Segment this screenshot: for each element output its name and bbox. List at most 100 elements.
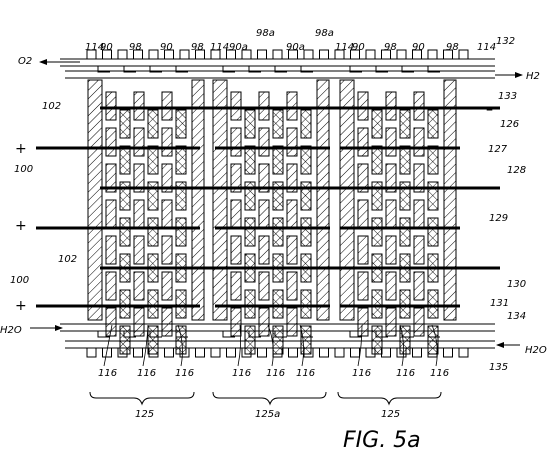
ref-label: 90 bbox=[352, 42, 365, 53]
electrode-plate bbox=[427, 181, 439, 211]
polarity-signs: + + + – – – bbox=[15, 102, 493, 314]
minus-sign: – bbox=[486, 180, 493, 196]
electrode-plate bbox=[413, 127, 425, 157]
ref-label-116: 116 bbox=[396, 368, 415, 379]
electrode-plate bbox=[258, 271, 270, 301]
port-block bbox=[226, 49, 236, 60]
electrode-plate bbox=[413, 163, 425, 193]
h2o-inlet-label: H2O bbox=[0, 325, 22, 336]
electrode-plate bbox=[357, 307, 369, 337]
port-block bbox=[412, 347, 422, 358]
ref-label-116: 116 bbox=[266, 368, 285, 379]
electrode-plate bbox=[413, 235, 425, 265]
electrode-plate bbox=[385, 91, 397, 121]
top-reference-labels: 114 90 98 90 98 114 90a 98a 90a 98a 114 … bbox=[85, 28, 496, 53]
electrode-plate bbox=[119, 181, 131, 211]
electrode-plate bbox=[175, 109, 187, 139]
ref-label: 90 bbox=[100, 42, 113, 53]
electrode-plate bbox=[399, 325, 411, 355]
port-block bbox=[319, 347, 329, 358]
leader-line bbox=[299, 324, 304, 367]
electrode-plate bbox=[427, 289, 439, 319]
electrode-plate bbox=[244, 325, 256, 355]
frame-wall bbox=[316, 79, 330, 321]
electrode-plate bbox=[385, 235, 397, 265]
frame-wall bbox=[212, 79, 228, 321]
ref-label-126: 126 bbox=[500, 119, 519, 130]
port-block bbox=[443, 347, 453, 358]
flow-channel bbox=[248, 66, 261, 73]
ref-label: 98 bbox=[191, 42, 204, 53]
electrode-plate bbox=[385, 163, 397, 193]
plus-sign: + bbox=[15, 218, 27, 234]
port-block bbox=[133, 49, 143, 60]
electrode-plate bbox=[230, 127, 242, 157]
electrode-plate bbox=[399, 289, 411, 319]
ref-label-116: 116 bbox=[137, 368, 156, 379]
electrode-plate bbox=[147, 217, 159, 247]
port-block bbox=[272, 49, 283, 60]
electrode-plate bbox=[371, 217, 383, 247]
electrode-plate bbox=[371, 109, 383, 139]
electrode-plate bbox=[230, 271, 242, 301]
electrode-plate bbox=[119, 145, 131, 175]
electrode-plate bbox=[244, 109, 256, 139]
port-block bbox=[102, 49, 112, 60]
port-block bbox=[179, 49, 190, 60]
electrode-plate bbox=[175, 325, 187, 355]
electrode-plate bbox=[105, 163, 117, 193]
electrode-plate bbox=[161, 127, 173, 157]
side-labels: O2 H2 132 133 126 102 100 127 128 129 10… bbox=[0, 36, 547, 373]
electrode-plate bbox=[300, 325, 312, 355]
electrode-plate bbox=[105, 307, 117, 337]
electrode-plate bbox=[286, 163, 298, 193]
ref-label: 90 bbox=[160, 42, 173, 53]
ref-label-134: 134 bbox=[507, 311, 526, 322]
port-block bbox=[164, 347, 174, 358]
electrode-plate bbox=[300, 181, 312, 211]
leader-line bbox=[267, 324, 274, 367]
electrode-plate bbox=[286, 235, 298, 265]
port-block bbox=[210, 49, 221, 60]
bottom-reference-labels: 116 116 116 116 116 116 116 116 116 bbox=[98, 368, 449, 379]
electrode-plate bbox=[175, 289, 187, 319]
electrode-plate bbox=[300, 217, 312, 247]
flow-channel bbox=[375, 66, 388, 73]
flow-channel bbox=[401, 66, 414, 73]
electrode-plate bbox=[147, 325, 159, 355]
flow-channel bbox=[427, 66, 440, 73]
electrode-plate bbox=[133, 91, 145, 121]
port-block bbox=[427, 49, 438, 60]
port-block bbox=[458, 49, 469, 60]
electrode-plate bbox=[133, 235, 145, 265]
ref-label: 98a bbox=[256, 28, 275, 39]
ref-label-116: 116 bbox=[296, 368, 315, 379]
electrode-plate bbox=[244, 289, 256, 319]
electrode-plate bbox=[147, 181, 159, 211]
port-block bbox=[381, 347, 391, 358]
ref-label-116: 116 bbox=[98, 368, 117, 379]
port-block bbox=[210, 347, 221, 358]
ref-label-135: 135 bbox=[489, 362, 508, 373]
ref-label-116: 116 bbox=[175, 368, 194, 379]
leader-line bbox=[237, 324, 242, 367]
electrode-plate bbox=[133, 307, 145, 337]
ref-label: 114 bbox=[210, 42, 229, 53]
flow-channel bbox=[300, 331, 313, 338]
electrode-plate bbox=[133, 127, 145, 157]
electrode-plate bbox=[385, 307, 397, 337]
port-block bbox=[396, 49, 407, 60]
frame-wall bbox=[443, 79, 457, 321]
electrode-plate bbox=[175, 145, 187, 175]
flow-channel bbox=[222, 331, 235, 338]
leader-line bbox=[431, 324, 438, 367]
electrode-bars bbox=[36, 106, 500, 308]
flow-channel bbox=[97, 66, 110, 73]
electrode-plate bbox=[427, 217, 439, 247]
port-block bbox=[303, 49, 314, 60]
leader-line bbox=[399, 324, 404, 367]
group-braces: 125 125a 125 bbox=[89, 391, 442, 420]
electrode-plate bbox=[133, 199, 145, 229]
ref-label-129: 129 bbox=[489, 213, 508, 224]
electrode-plate bbox=[258, 91, 270, 121]
